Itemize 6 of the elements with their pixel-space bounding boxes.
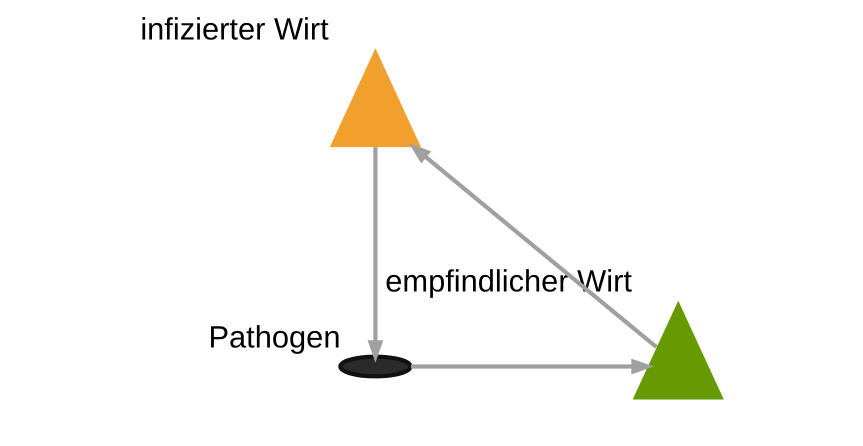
node-label: infizierter Wirt — [140, 10, 329, 46]
node-label: Pathogen — [208, 319, 340, 354]
node-ellipse — [338, 354, 413, 378]
arrow — [368, 146, 384, 362]
arrow — [410, 358, 654, 374]
arrow — [408, 142, 658, 348]
